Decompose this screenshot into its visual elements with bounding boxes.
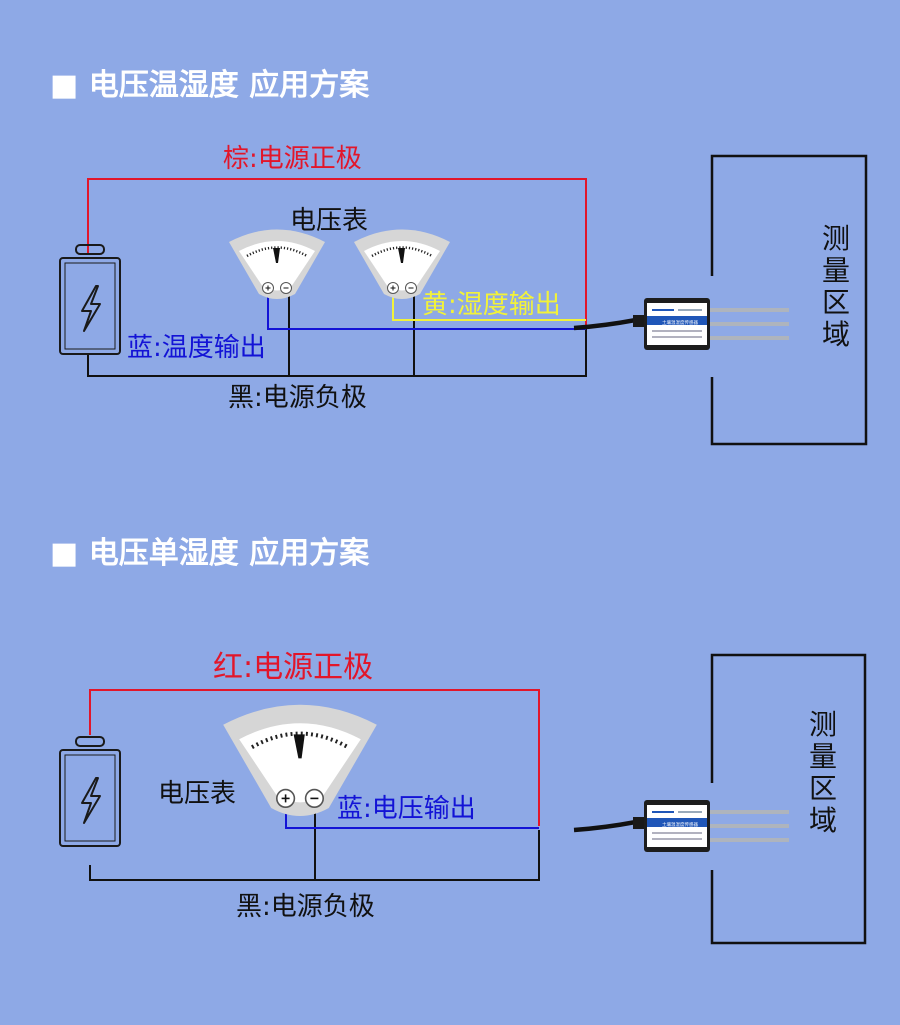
measurement-region-box xyxy=(710,154,868,446)
region-char: 量 xyxy=(822,254,850,287)
negative-wire xyxy=(87,328,587,377)
region-char: 区 xyxy=(822,286,850,319)
positive-wire xyxy=(87,178,587,325)
humidity-output-wire xyxy=(392,288,586,321)
positive-label: 红:电源正极 xyxy=(213,650,373,685)
region-char: 测 xyxy=(809,708,837,741)
region-char: 量 xyxy=(809,740,837,773)
section-voltage-humidity: ■ 电压单湿度 应用方案 测 量 区 域 土壤温湿度传感器 红:电源正极 电压表… xyxy=(50,536,867,945)
positive-label: 棕:电源正极 xyxy=(223,144,362,174)
battery-icon xyxy=(59,244,121,355)
section-temperature-humidity: ■ 电压温湿度 应用方案 测 量 区 域 土壤温湿度传感器 棕:电源正极 电压表… xyxy=(50,68,868,446)
voltmeter-icon xyxy=(352,228,452,301)
region-char: 区 xyxy=(809,772,837,805)
voltmeter-label: 电压表 xyxy=(290,206,368,236)
temperature-output-wire xyxy=(267,288,586,330)
negative-label: 黑:电源负极 xyxy=(236,892,375,922)
section2-title: ■ 电压单湿度 应用方案 xyxy=(50,536,370,571)
sensor-label: 土壤温湿度传感器 xyxy=(662,319,698,326)
voltage-output-label: 蓝:电压输出 xyxy=(337,794,476,824)
battery-icon xyxy=(59,736,121,847)
negative-label: 黑:电源负极 xyxy=(228,383,367,413)
measurement-region-box xyxy=(710,653,867,945)
positive-wire xyxy=(89,689,540,826)
section1-title: ■ 电压温湿度 应用方案 xyxy=(50,68,370,103)
voltmeter-icon xyxy=(227,228,327,301)
sensor-label: 土壤温湿度传感器 xyxy=(662,821,698,828)
voltmeter-label: 电压表 xyxy=(158,779,236,809)
region-char: 域 xyxy=(822,318,850,351)
humidity-output-label: 黄:湿度输出 xyxy=(422,290,561,320)
region-char: 测 xyxy=(822,222,850,255)
temperature-output-label: 蓝:温度输出 xyxy=(127,333,266,363)
region-char: 域 xyxy=(809,804,837,837)
